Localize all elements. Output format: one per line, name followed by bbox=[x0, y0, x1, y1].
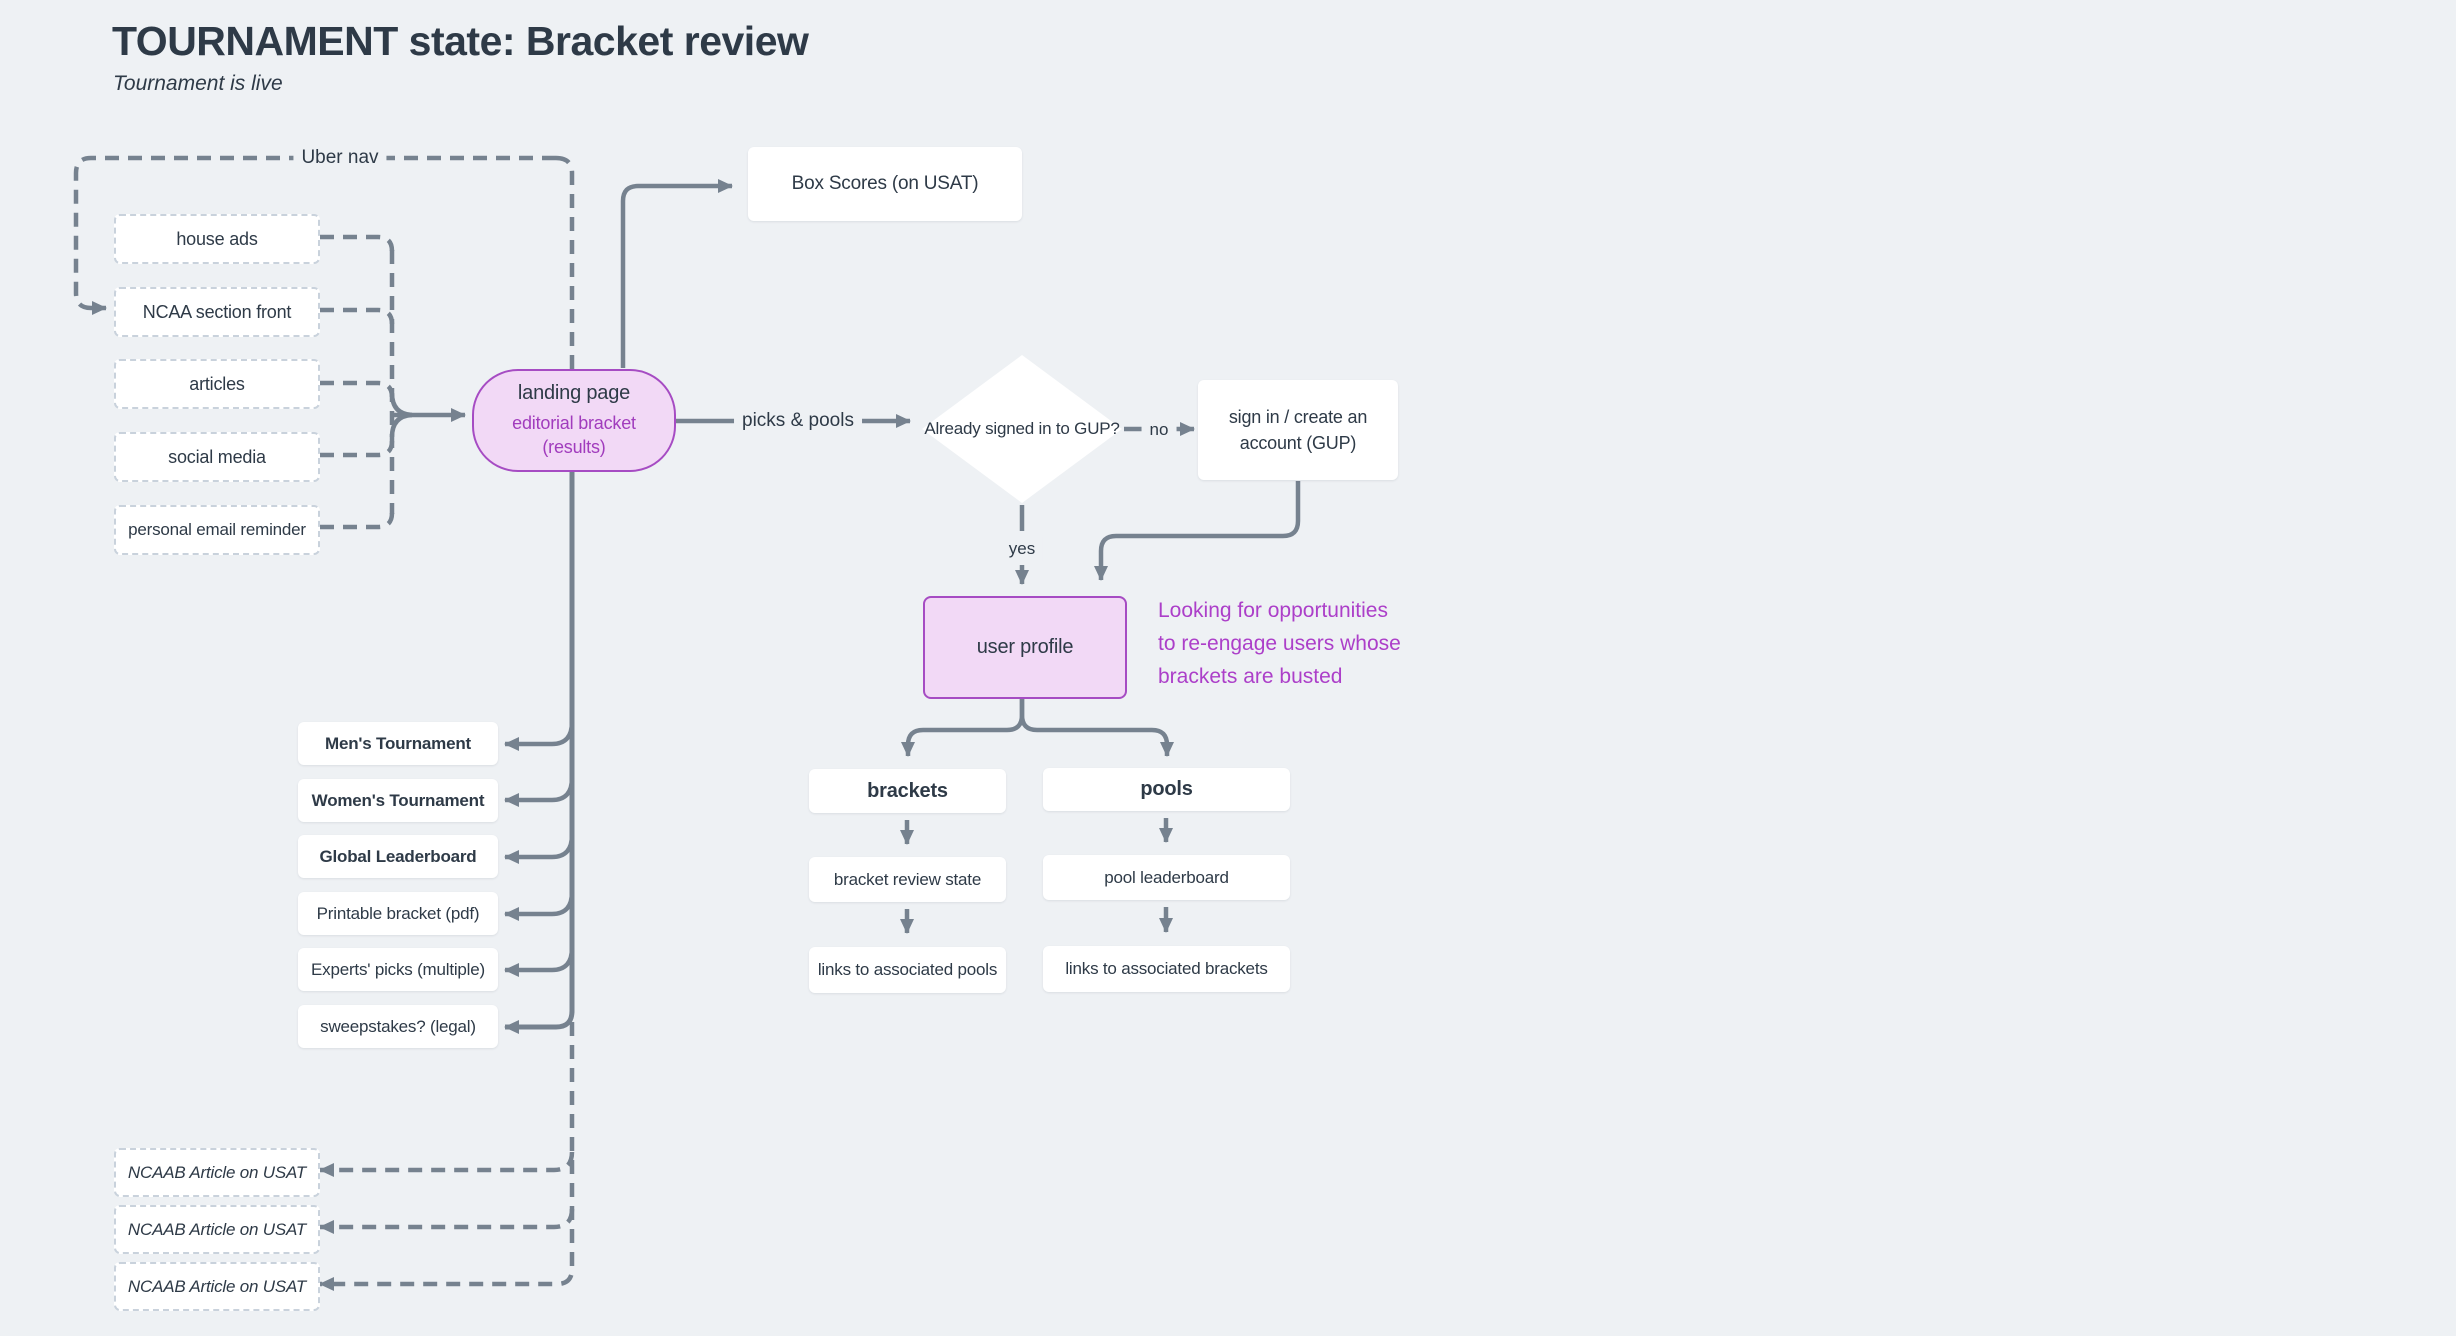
uber-nav-right-edge[interactable] bbox=[319, 155, 575, 1291]
social-media-connector[interactable] bbox=[320, 440, 395, 458]
uber-nav-left-edge[interactable] bbox=[73, 155, 556, 315]
nav-item-ncaa-section-front[interactable]: NCAA section front bbox=[114, 287, 320, 337]
landing-page-title: landing page bbox=[517, 382, 631, 405]
signin-to-profile[interactable] bbox=[1094, 481, 1301, 581]
merge-horn-top[interactable] bbox=[389, 392, 413, 418]
nav-item-social-media[interactable]: social media bbox=[114, 432, 320, 482]
merge-horn-bottom[interactable] bbox=[389, 412, 413, 438]
sign-in-node[interactable]: sign in / create an account (GUP) bbox=[1198, 380, 1398, 480]
spine-to-mens[interactable] bbox=[504, 721, 575, 751]
ncaab-article-1-connector[interactable] bbox=[319, 1151, 575, 1177]
pool-leaderboard-node[interactable]: pool leaderboard bbox=[1043, 855, 1290, 900]
picks-and-pools-edge-label[interactable]: picks & pools bbox=[734, 408, 862, 434]
ncaab-article-2[interactable]: NCAAB Article on USAT bbox=[114, 1205, 320, 1254]
link-global-leaderboard[interactable]: Global Leaderboard bbox=[298, 835, 498, 878]
re-engage-annotation[interactable]: Looking for opportunities to re-engage u… bbox=[1158, 599, 1401, 688]
articles-connector[interactable] bbox=[320, 380, 395, 398]
decision-label: Already signed in to GUP? bbox=[924, 419, 1120, 438]
nav-item-articles[interactable]: articles bbox=[114, 359, 320, 409]
ncaab-article-3[interactable]: NCAAB Article on USAT bbox=[114, 1262, 320, 1311]
spine-to-leaderboard[interactable] bbox=[504, 834, 575, 864]
landing-page-subtitle: editorial bracket (results) bbox=[512, 413, 636, 457]
link-printable-bracket[interactable]: Printable bracket (pdf) bbox=[298, 892, 498, 935]
uber-nav-label[interactable]: Uber nav bbox=[293, 145, 387, 171]
spine-to-womens[interactable] bbox=[504, 777, 575, 807]
pools-header-node[interactable]: pools bbox=[1043, 768, 1290, 811]
links-associated-brackets-node[interactable]: links to associated brackets bbox=[1043, 946, 1290, 992]
landing-page-node[interactable]: landing page editorial bracket (results) bbox=[472, 369, 676, 472]
email-reminder-connector[interactable] bbox=[320, 512, 395, 530]
house-ads-connector[interactable] bbox=[320, 234, 395, 252]
link-womens-tournament[interactable]: Women's Tournament bbox=[298, 779, 498, 822]
no-edge-label[interactable]: no bbox=[1141, 418, 1177, 442]
landing-spine[interactable] bbox=[504, 468, 575, 1034]
ncaab-article-1[interactable]: NCAAB Article on USAT bbox=[114, 1148, 320, 1197]
landing-to-boxscores[interactable] bbox=[620, 179, 733, 368]
link-sweepstakes[interactable]: sweepstakes? (legal) bbox=[298, 1005, 498, 1048]
box-scores-node[interactable]: Box Scores (on USAT) bbox=[748, 147, 1022, 221]
profile-to-pools[interactable] bbox=[1019, 696, 1174, 757]
bracket-review-state-node[interactable]: bracket review state bbox=[809, 857, 1006, 902]
link-experts-picks[interactable]: Experts' picks (multiple) bbox=[298, 948, 498, 991]
yes-edge-label[interactable]: yes bbox=[1000, 537, 1044, 561]
profile-to-brackets[interactable] bbox=[901, 696, 1025, 757]
ncaab-article-2-connector[interactable] bbox=[319, 1208, 575, 1234]
page-subtitle: Tournament is live bbox=[113, 72, 283, 95]
brackets-header-node[interactable]: brackets bbox=[809, 769, 1006, 813]
nav-item-house-ads[interactable]: house ads bbox=[114, 214, 320, 264]
link-mens-tournament[interactable]: Men's Tournament bbox=[298, 722, 498, 765]
page-title: TOURNAMENT state: Bracket review bbox=[112, 18, 809, 64]
user-profile-label: user profile bbox=[976, 636, 1074, 658]
ncaa-front-connector[interactable] bbox=[320, 307, 395, 325]
spine-to-printable[interactable] bbox=[504, 891, 575, 921]
spine-to-experts[interactable] bbox=[504, 947, 575, 977]
user-profile-node[interactable]: user profile bbox=[923, 596, 1127, 699]
decision-diamond[interactable]: Already signed in to GUP? bbox=[922, 355, 1122, 503]
links-associated-pools-node[interactable]: links to associated pools bbox=[809, 947, 1006, 993]
nav-item-email-reminder[interactable]: personal email reminder bbox=[114, 505, 320, 555]
